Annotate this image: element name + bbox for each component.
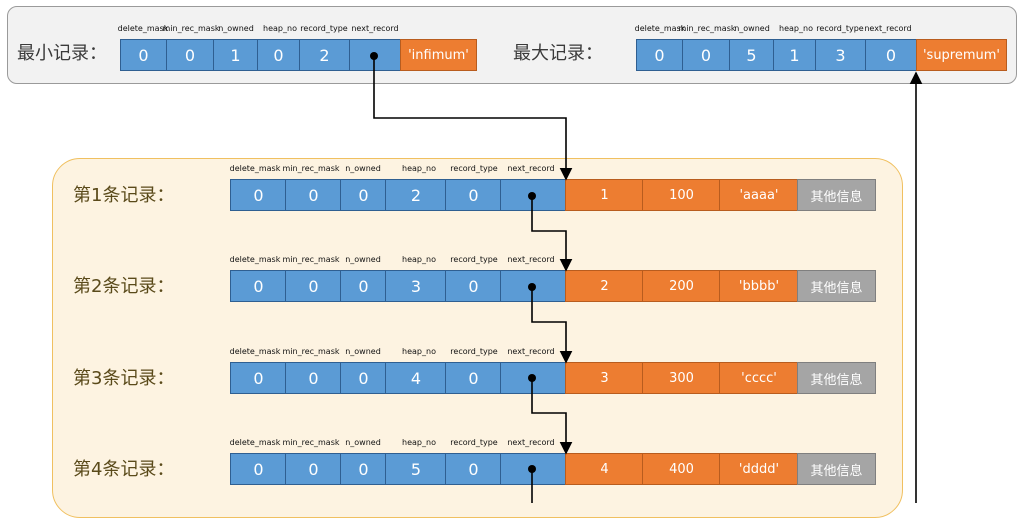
- record-4-hdr-heap-no: heap_no: [402, 438, 436, 447]
- min-min-rec-mask: 0: [166, 39, 214, 71]
- record-1-n-owned: 0: [340, 179, 387, 211]
- record-4-label: 第4条记录：: [73, 459, 175, 480]
- record-3-other-info-cell: 其他信息: [797, 362, 876, 394]
- max-supremum-cell: 'supremum': [916, 39, 1007, 71]
- record-3-n-owned: 0: [340, 362, 387, 394]
- record-1-hdr-min-rec-mask: min_rec_mask: [282, 164, 340, 173]
- record-4-hdr-record-type: record_type: [450, 438, 498, 447]
- record-2-to-record-3-arrow: [531, 287, 573, 364]
- record-4-value-cell: 400: [642, 453, 721, 485]
- record-4-next-record: [500, 453, 567, 485]
- min-hdr-n-owned: n_owned: [218, 24, 254, 33]
- infimum-to-record-1-arrow: [373, 56, 573, 181]
- max-min-rec-mask: 0: [682, 39, 730, 71]
- next-record-pointers: [370, 52, 923, 503]
- record-3-heap-no: 4: [385, 362, 447, 394]
- record-2-label: 第2条记录：: [73, 276, 175, 297]
- record-2-string-cell: 'bbbb': [719, 270, 799, 302]
- record-3-record-type: 0: [445, 362, 502, 394]
- max-hdr-record-type: record_type: [816, 24, 864, 33]
- min-hdr-delete-mask: delete_mask: [117, 24, 169, 33]
- min-record-label: 最小记录：: [17, 43, 107, 64]
- max-hdr-next-record: next_record: [864, 24, 912, 33]
- record-2-other-info-cell: 其他信息: [797, 270, 876, 302]
- record-4-n-owned: 0: [340, 453, 387, 485]
- min-record-type: 2: [299, 39, 350, 71]
- record-3-hdr-delete-mask: delete_mask: [229, 347, 281, 356]
- record-2-hdr-n-owned: n_owned: [345, 255, 381, 264]
- record-4-string-cell: 'dddd': [719, 453, 799, 485]
- record-1-heap-no: 2: [385, 179, 447, 211]
- record-1-label: 第1条记录：: [73, 185, 175, 206]
- record-1-hdr-n-owned: n_owned: [345, 164, 381, 173]
- min-delete-mask: 0: [120, 39, 167, 71]
- record-4-hdr-min-rec-mask: min_rec_mask: [282, 438, 340, 447]
- record-2-delete-mask: 0: [230, 270, 287, 302]
- record-1-hdr-delete-mask: delete_mask: [229, 164, 281, 173]
- min-hdr-next-record: next_record: [351, 24, 399, 33]
- min-hdr-min-rec-mask: min_rec_mask: [162, 24, 220, 33]
- max-hdr-delete-mask: delete_mask: [634, 24, 686, 33]
- record-2-record-type: 0: [445, 270, 502, 302]
- max-delete-mask: 0: [636, 39, 683, 71]
- record-4-record-type: 0: [445, 453, 502, 485]
- record-2-hdr-record-type: record_type: [450, 255, 498, 264]
- max-hdr-n-owned: n_owned: [734, 24, 770, 33]
- record-3-id-cell: 3: [565, 362, 644, 394]
- min-hdr-record-type: record_type: [300, 24, 348, 33]
- record-3-label: 第3条记录：: [73, 368, 175, 389]
- record-1-delete-mask: 0: [230, 179, 287, 211]
- record-1-to-record-2-arrow: [531, 196, 573, 272]
- max-record-type: 3: [815, 39, 866, 71]
- min-n-owned: 1: [213, 39, 258, 71]
- record-2-hdr-next-record: next_record: [507, 255, 555, 264]
- record-1-other-info-cell: 其他信息: [797, 179, 876, 211]
- record-3-hdr-heap-no: heap_no: [402, 347, 436, 356]
- record-2-heap-no: 3: [385, 270, 447, 302]
- max-hdr-heap-no: heap_no: [779, 24, 813, 33]
- record-3-value-cell: 300: [642, 362, 721, 394]
- record-4-min-rec-mask: 0: [285, 453, 342, 485]
- record-1-hdr-heap-no: heap_no: [402, 164, 436, 173]
- record-3-delete-mask: 0: [230, 362, 287, 394]
- record-2-n-owned: 0: [340, 270, 387, 302]
- record-3-hdr-n-owned: n_owned: [345, 347, 381, 356]
- record-2-hdr-min-rec-mask: min_rec_mask: [282, 255, 340, 264]
- min-heap-no: 0: [257, 39, 300, 71]
- record-2-id-cell: 2: [565, 270, 644, 302]
- record-1-hdr-record-type: record_type: [450, 164, 498, 173]
- max-heap-no: 1: [773, 39, 816, 71]
- record-4-hdr-delete-mask: delete_mask: [229, 438, 281, 447]
- record-4-other-info-cell: 其他信息: [797, 453, 876, 485]
- record-4-hdr-next-record: next_record: [507, 438, 555, 447]
- record-4-id-cell: 4: [565, 453, 644, 485]
- record-4-heap-no: 5: [385, 453, 447, 485]
- record-4-delete-mask: 0: [230, 453, 287, 485]
- record-3-hdr-next-record: next_record: [507, 347, 555, 356]
- max-next-record: 0: [865, 39, 917, 71]
- record-2-value-cell: 200: [642, 270, 721, 302]
- record-3-string-cell: 'cccc': [719, 362, 799, 394]
- max-hdr-min-rec-mask: min_rec_mask: [678, 24, 736, 33]
- record-3-hdr-record-type: record_type: [450, 347, 498, 356]
- record-4-hdr-n-owned: n_owned: [345, 438, 381, 447]
- record-3-to-record-4-arrow: [531, 378, 573, 455]
- max-n-owned: 5: [729, 39, 774, 71]
- record-2-hdr-heap-no: heap_no: [402, 255, 436, 264]
- record-2-hdr-delete-mask: delete_mask: [229, 255, 281, 264]
- record-3-hdr-min-rec-mask: min_rec_mask: [282, 347, 340, 356]
- min-hdr-heap-no: heap_no: [263, 24, 297, 33]
- min-infimum-cell: 'infimum': [400, 39, 477, 71]
- max-record-label: 最大记录：: [513, 43, 603, 64]
- record-1-id-cell: 1: [565, 179, 644, 211]
- record-1-hdr-next-record: next_record: [507, 164, 555, 173]
